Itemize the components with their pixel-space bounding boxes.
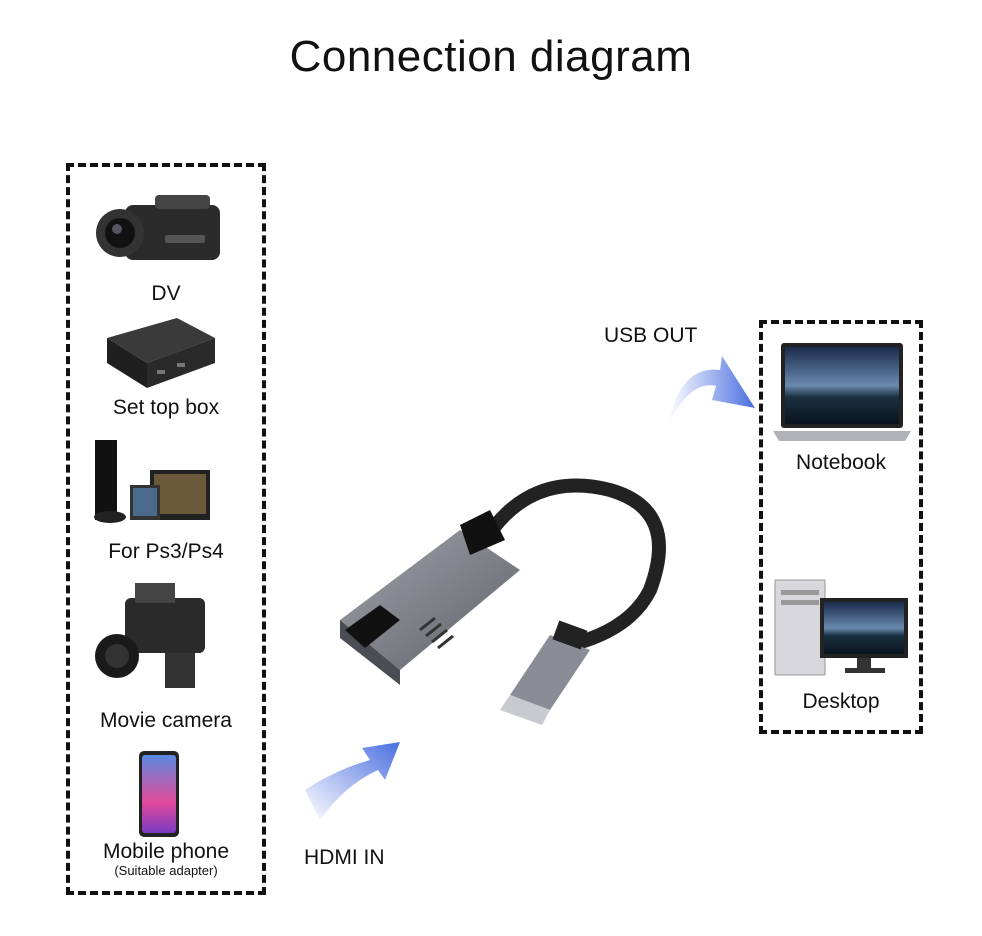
target-label-desktop: Desktop [802, 690, 880, 713]
movie-camera-icon [95, 583, 205, 688]
hdmi-in-arrow [305, 742, 400, 820]
desktop-icon [774, 579, 908, 676]
target-devices-box [759, 320, 923, 734]
hdmi-in-label: HDMI IN [304, 846, 385, 869]
usb-out-arrow [668, 356, 755, 425]
usb-out-label: USB OUT [604, 324, 698, 347]
source-label-movie-camera: Movie camera [100, 709, 232, 732]
target-label-notebook: Notebook [796, 451, 886, 474]
camcorder-icon [96, 195, 220, 260]
source-label-set-top-box: Set top box [112, 396, 220, 419]
source-label-dv: DV [151, 282, 181, 305]
source-label-ps3-ps4: For Ps3/Ps4 [108, 540, 224, 563]
hdmi-usb-c-adapter-image [340, 478, 666, 725]
source-sublabel-adapter: (Suitable adapter) [114, 863, 218, 878]
source-devices-box [66, 163, 266, 895]
laptop-icon [773, 343, 911, 441]
diagram-title: Connection diagram [289, 32, 693, 81]
set-top-box-icon [107, 318, 215, 388]
mobile-phone-icon [139, 751, 179, 837]
source-label-mobile-phone: Mobile phone [102, 840, 230, 863]
game-console-icon [94, 440, 210, 523]
